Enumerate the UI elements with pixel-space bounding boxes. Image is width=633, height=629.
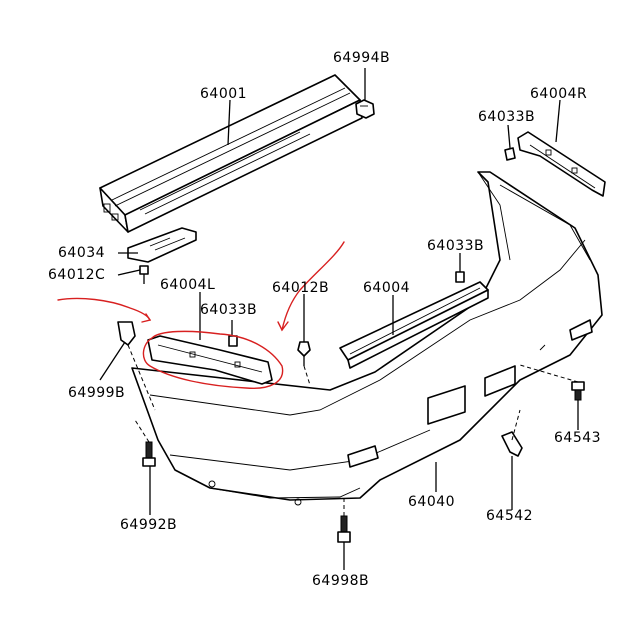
bracket-64004l: [147, 335, 273, 385]
label-64542: 64542: [486, 508, 534, 524]
label-64994b: 64994B: [333, 50, 391, 66]
bolt-64998b: [337, 515, 351, 543]
label-64004: 64004: [363, 280, 411, 296]
label-64992b: 64992B: [120, 517, 178, 533]
label-64033b-mid: 64033B: [427, 238, 485, 254]
bolt-64543: [571, 381, 585, 401]
bracket-64004r: [517, 131, 606, 197]
assembly-lines: [127, 344, 579, 516]
reinforcement-bar: [99, 74, 363, 233]
label-64012b: 64012B: [272, 280, 330, 296]
label-64012c: 64012C: [48, 267, 106, 283]
clip-64999b: [117, 321, 136, 346]
label-64999b: 64999B: [68, 385, 126, 401]
screw-64012c: [139, 265, 149, 284]
clip-64994b: [355, 99, 375, 119]
label-64004l: 64004L: [160, 277, 216, 293]
clip-64033b-top: [504, 147, 516, 161]
red-annotations: [57, 241, 345, 389]
clip-64033b-mid: [455, 271, 465, 283]
bracket-64034: [127, 227, 197, 263]
label-64033b-left: 64033B: [200, 302, 258, 318]
label-64033b-top: 64033B: [478, 109, 536, 125]
bumper-fascia: [131, 171, 603, 506]
clip-64033b-left: [228, 335, 238, 347]
bolt-64992b: [142, 441, 156, 467]
label-64034: 64034: [58, 245, 106, 261]
bracket-64004: [339, 281, 489, 369]
label-64543: 64543: [554, 430, 602, 446]
label-64040: 64040: [408, 494, 456, 510]
label-64998b: 64998B: [312, 573, 370, 589]
bracket-64542: [501, 431, 523, 457]
label-64004r: 64004R: [530, 86, 588, 102]
label-64001: 64001: [200, 86, 248, 102]
screw-64012b: [297, 341, 311, 366]
